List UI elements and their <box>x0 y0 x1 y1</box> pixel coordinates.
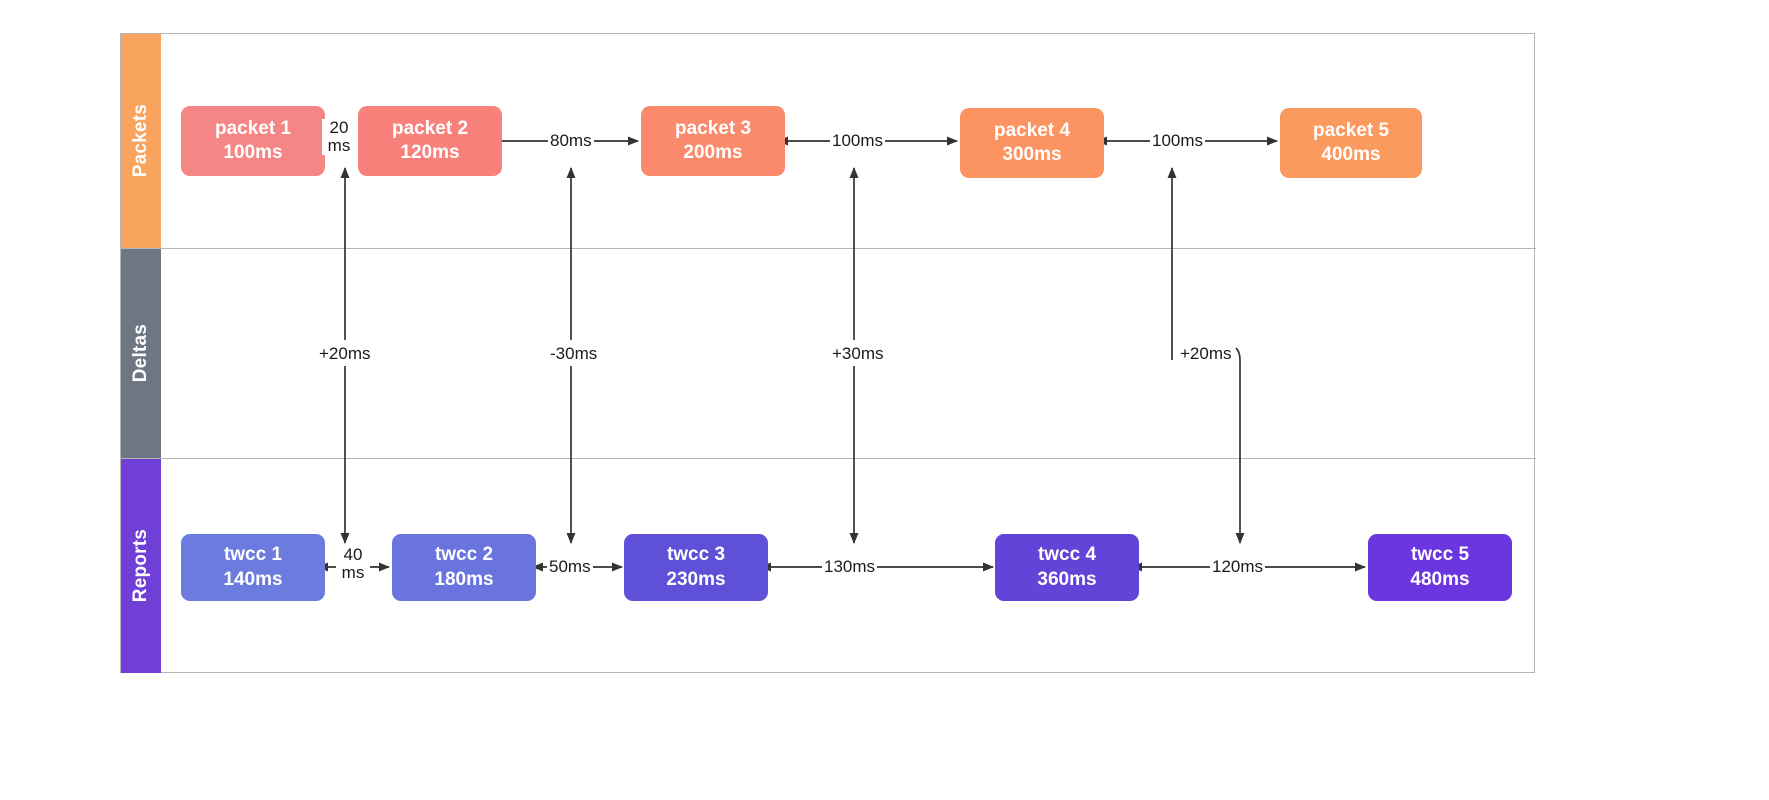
lane-label-reports: Reports <box>130 529 151 603</box>
lane-header-deltas: Deltas <box>121 249 161 458</box>
node-packet-3-time: 200ms <box>683 142 743 163</box>
delta-label-4: +20ms <box>1178 344 1234 364</box>
gap-label-packet-1-2-line1: 20 <box>329 118 349 137</box>
node-packet-4-time: 300ms <box>1002 144 1062 165</box>
gap-label-twcc-4-5: 120ms <box>1210 557 1266 577</box>
node-packet-5[interactable]: packet 5 400ms <box>1280 108 1422 178</box>
node-packet-1-name: packet 1 <box>214 117 292 139</box>
lane-label-deltas: Deltas <box>130 324 151 383</box>
node-twcc-4-time: 360ms <box>1037 568 1097 590</box>
node-packet-2[interactable]: packet 2 120ms <box>358 106 502 176</box>
node-twcc-1-name: twcc 1 <box>223 544 283 566</box>
delta-label-2: -30ms <box>548 344 600 364</box>
node-twcc-1[interactable]: twcc 1 140ms <box>181 534 325 601</box>
node-twcc-2-name: twcc 2 <box>434 544 494 566</box>
node-twcc-3-time: 230ms <box>666 568 726 590</box>
node-packet-2-time: 120ms <box>400 142 460 163</box>
delta-label-1: +20ms <box>317 344 373 364</box>
lane-reports: Reports <box>121 459 1536 673</box>
gap-label-packet-1-2-line2: ms <box>327 135 351 155</box>
gap-label-packet-1-2: 20 ms <box>322 119 356 155</box>
gap-label-twcc-1-2-line2: ms <box>341 562 365 582</box>
node-twcc-2[interactable]: twcc 2 180ms <box>392 534 536 601</box>
gap-label-twcc-1-2: 40 ms <box>336 546 370 582</box>
node-twcc-2-time: 180ms <box>434 568 494 590</box>
node-packet-1[interactable]: packet 1 100ms <box>181 106 325 176</box>
lane-packets: Packets <box>121 34 1536 249</box>
lane-header-packets: Packets <box>121 34 161 248</box>
lane-deltas: Deltas <box>121 249 1536 459</box>
node-twcc-1-time: 140ms <box>223 568 283 590</box>
node-packet-4[interactable]: packet 4 300ms <box>960 108 1104 178</box>
node-packet-1-time: 100ms <box>223 142 283 163</box>
node-packet-5-name: packet 5 <box>1312 119 1390 141</box>
gap-label-packet-4-5: 100ms <box>1150 131 1206 151</box>
gap-label-twcc-2-3: 50ms <box>547 557 593 577</box>
lane-label-packets: Packets <box>130 104 151 178</box>
node-packet-5-time: 400ms <box>1321 144 1381 165</box>
gap-label-packet-3-4: 100ms <box>830 131 886 151</box>
gap-label-packet-2-3: 80ms <box>548 131 594 151</box>
node-packet-3[interactable]: packet 3 200ms <box>641 106 785 176</box>
node-twcc-4-name: twcc 4 <box>1037 544 1097 566</box>
node-twcc-5[interactable]: twcc 5 480ms <box>1368 534 1512 601</box>
node-packet-4-name: packet 4 <box>993 119 1071 141</box>
gap-label-twcc-3-4: 130ms <box>822 557 878 577</box>
node-packet-3-name: packet 3 <box>674 117 752 139</box>
swimlane-frame: Packets Deltas Reports <box>120 33 1536 673</box>
delta-label-3: +30ms <box>830 344 886 364</box>
node-twcc-5-time: 480ms <box>1410 568 1470 590</box>
node-packet-2-name: packet 2 <box>391 117 469 139</box>
node-twcc-5-name: twcc 5 <box>1410 544 1470 566</box>
node-twcc-3[interactable]: twcc 3 230ms <box>624 534 768 601</box>
lane-header-reports: Reports <box>121 459 161 673</box>
gap-label-twcc-1-2-line1: 40 <box>343 545 363 564</box>
node-twcc-3-name: twcc 3 <box>666 544 726 566</box>
node-twcc-4[interactable]: twcc 4 360ms <box>995 534 1139 601</box>
